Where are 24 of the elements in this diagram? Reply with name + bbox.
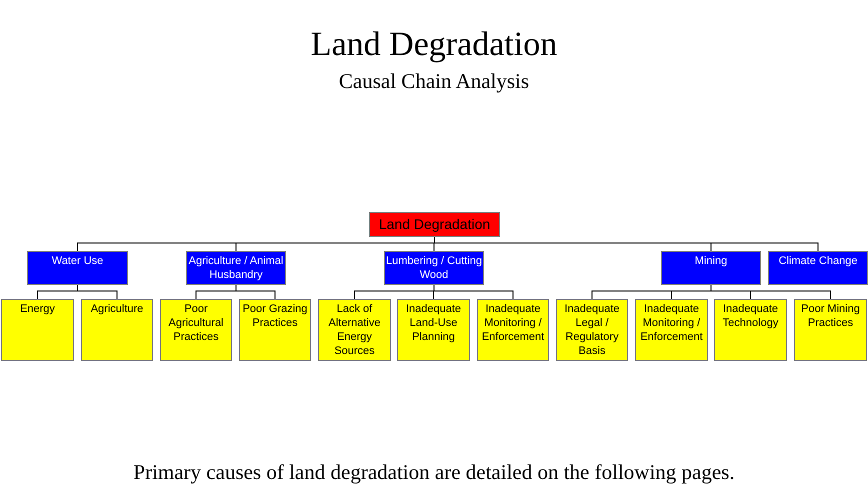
root-box: Land Degradation <box>369 212 500 237</box>
subtitle: Causal Chain Analysis <box>338 69 530 93</box>
caption: Primary causes of land degradation are detailed on the following pages. <box>133 460 735 484</box>
category-box: Climate Change <box>768 251 868 285</box>
connector-line <box>434 284 514 300</box>
cause-box: Inadequate Technology <box>714 299 787 361</box>
cause-box: Poor Mining Practices <box>794 299 867 361</box>
connector-line <box>77 284 118 300</box>
category-box: Mining <box>661 251 761 285</box>
cause-box: Inadequate Monitoring / Enforcement <box>477 299 549 361</box>
category-box: Agriculture / Animal Husbandry <box>186 251 286 285</box>
cause-box: Poor Agricultural Practices <box>160 299 232 361</box>
cause-box: Energy <box>1 299 74 361</box>
cause-box: Agriculture <box>81 299 153 361</box>
connector-line <box>710 284 831 300</box>
connector-line <box>236 284 276 300</box>
cause-box: Inadequate Land-Use Planning <box>397 299 470 361</box>
cause-box: Poor Grazing Practices <box>239 299 311 361</box>
title: Land Degradation <box>310 26 558 63</box>
cause-box: Inadequate Monitoring / Enforcement <box>635 299 708 361</box>
category-box: Lumbering / Cutting Wood <box>384 251 484 285</box>
cause-box: Inadequate Legal / Regulatory Basis <box>556 299 628 361</box>
category-box: Water Use <box>27 251 128 285</box>
cause-box: Lack of Alternative Energy Sources <box>318 299 391 361</box>
